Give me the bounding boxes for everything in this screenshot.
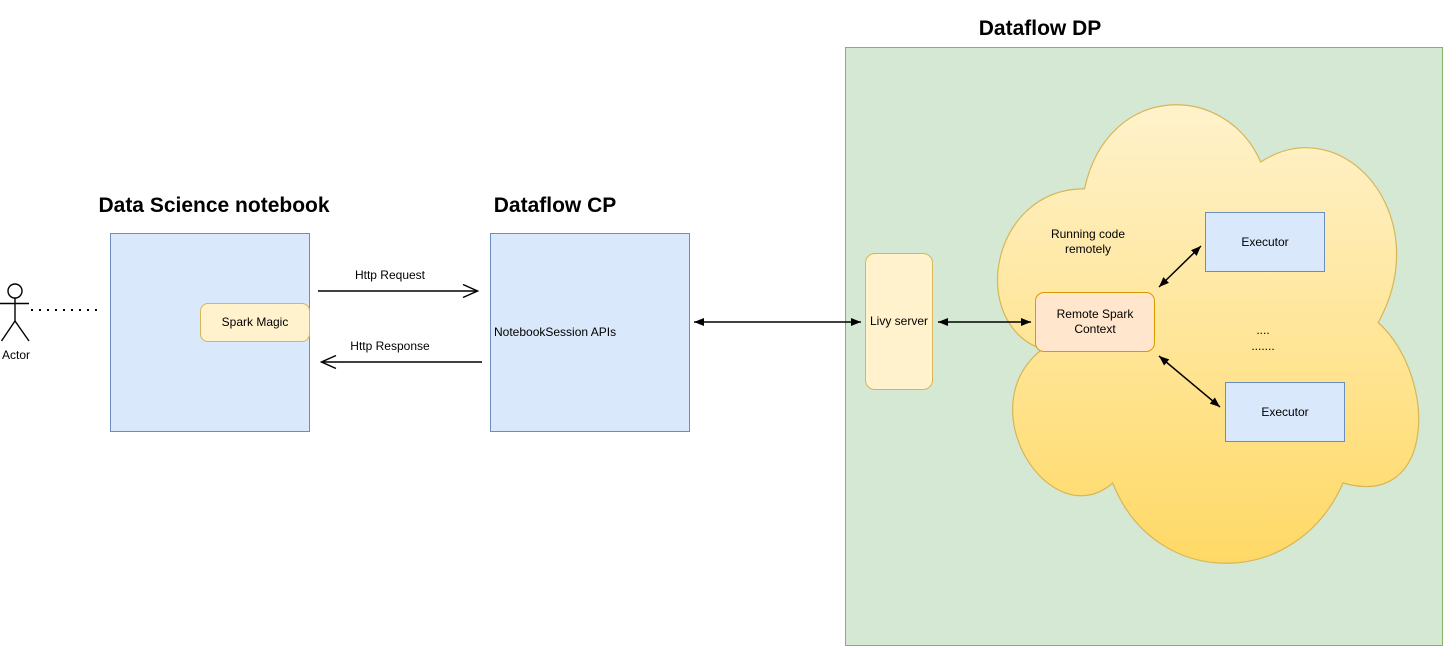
running-code-label: Running code remotely	[1050, 227, 1126, 256]
executor-bottom-box: Executor	[1225, 382, 1345, 442]
http-response-label: Http Response	[350, 339, 430, 353]
ellipsis-top-label: ....	[1256, 323, 1270, 337]
spark-magic-label: Spark Magic	[221, 315, 289, 329]
executor-bottom-label: Executor	[1261, 404, 1309, 419]
remote-spark-context-label: Remote Spark Context	[1056, 307, 1134, 336]
dataflow-cp-title: Dataflow CP	[493, 194, 617, 217]
dataflow-cp-box: NotebookSession APIs	[490, 233, 690, 432]
ellipsis-bottom-label: .......	[1251, 339, 1275, 353]
spark-magic-box: Spark Magic	[200, 303, 310, 342]
notebook-title: Data Science notebook	[98, 194, 330, 217]
http-response-arrow	[319, 354, 482, 370]
executor-top-label: Executor	[1241, 234, 1289, 249]
actor-icon	[0, 283, 30, 342]
remote-spark-context-box: Remote Spark Context	[1035, 292, 1155, 352]
dataflow-dp-title: Dataflow DP	[978, 17, 1102, 40]
notebooksession-apis-label: NotebookSession APIs	[494, 325, 617, 339]
livy-server-box: Livy server	[865, 253, 933, 390]
http-request-label: Http Request	[354, 268, 426, 282]
actor-label: Actor	[2, 348, 31, 362]
http-request-arrow	[318, 283, 480, 299]
executor-top-box: Executor	[1205, 212, 1325, 272]
livy-server-label: Livy server	[869, 314, 928, 328]
